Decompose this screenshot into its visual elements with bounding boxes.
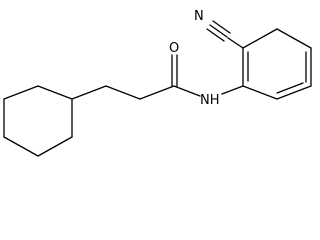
n-aryl-bond [221, 85, 244, 95]
nitrile-triple-bond [209, 24, 228, 38]
nitrile-triple-bond [212, 20, 231, 34]
nitrile-triple-bond [206, 28, 225, 42]
atom-label-nitrile-n: N [194, 9, 204, 24]
nitrile-group [206, 20, 244, 49]
chemical-structure-diagram: N O NH [3, 9, 312, 157]
ring-bond [242, 28, 278, 49]
nitrile-bond [227, 37, 244, 49]
ring-bond [242, 85, 278, 100]
amide-bond [173, 85, 201, 97]
ring-bond [276, 85, 312, 100]
ring-bond [37, 136, 73, 157]
ring-bond [37, 85, 73, 100]
cyclohexyl-ring [3, 85, 73, 157]
atom-label-amide-nh: NH [200, 93, 220, 108]
chain-bond [139, 85, 175, 100]
chain-bond [105, 85, 141, 100]
propanamide-chain [71, 54, 201, 100]
ring-bond [3, 136, 39, 157]
chain-bond [71, 85, 107, 100]
cyanophenyl-ring [221, 28, 312, 100]
atom-label-carbonyl-o: O [169, 41, 179, 56]
ring-bond [276, 28, 312, 49]
ring-bond [3, 85, 39, 100]
aromatic-inner-bond [276, 82, 304, 94]
